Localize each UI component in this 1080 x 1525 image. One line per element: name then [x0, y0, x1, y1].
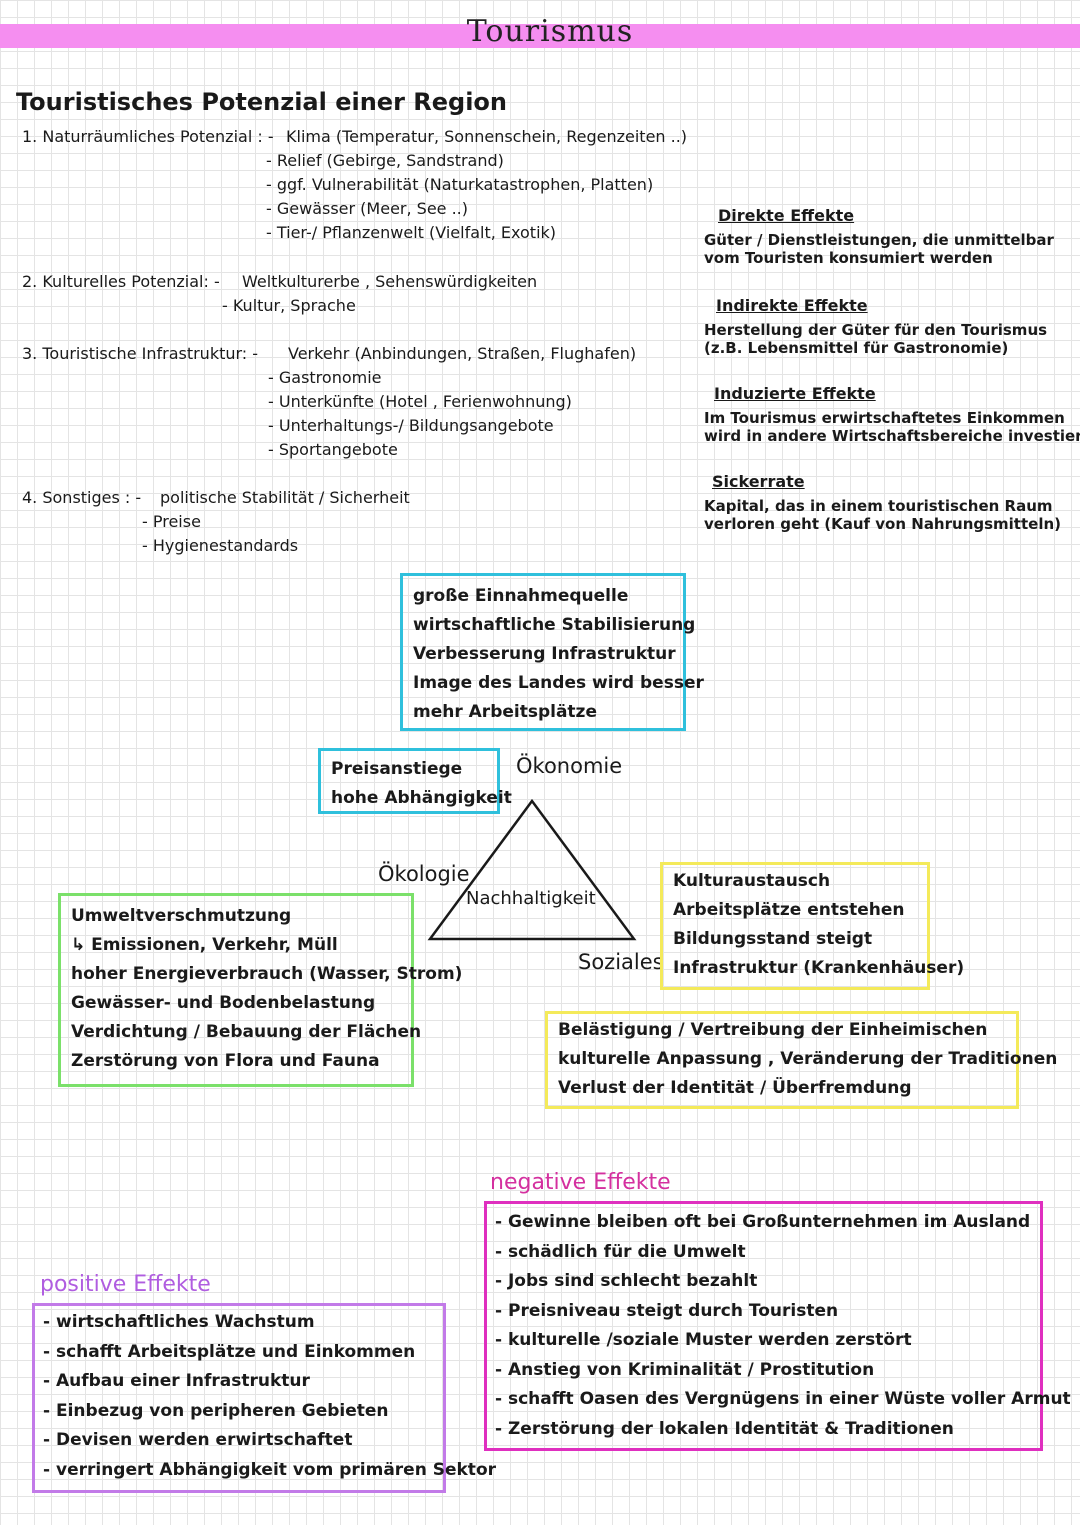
box-line: kulturelle Anpassung , Veränderung der T…	[558, 1049, 1058, 1069]
economy-label: Ökonomie	[516, 754, 623, 778]
list-item: Unterkünfte (Hotel , Ferienwohnung)	[268, 390, 572, 414]
potential-section-2-list: Weltkulturerbe , Sehenswürdigkeiten	[242, 270, 537, 294]
social-positive-box: Kulturaustausch Arbeitsplätze entstehen …	[660, 862, 965, 990]
potential-section-2-label: 2. Kulturelles Potenzial: -	[22, 272, 220, 291]
box-line: hohe Abhängigkeit	[331, 788, 512, 808]
direct-effects: Direkte Effekte Güter / Dienstleistungen…	[704, 206, 1054, 267]
list-item: Gewinne bleiben oft bei Großunternehmen …	[495, 1208, 1032, 1238]
triangle-shape	[427, 798, 637, 941]
potential-section-1-list-rest: Relief (Gebirge, Sandstrand) ggf. Vulner…	[266, 149, 653, 245]
social-negative-box: Belästigung / Vertreibung der Einheimisc…	[545, 1011, 1058, 1109]
list-item: Hygienestandards	[142, 534, 298, 558]
list-item: schafft Arbeitsplätze und Einkommen	[43, 1338, 435, 1368]
list-item: verringert Abhängigkeit vom primären Sek…	[43, 1456, 496, 1486]
induced-effects-text-2: wird in andere Wirtschaftsbereiche inves…	[704, 427, 1080, 445]
list-item: Relief (Gebirge, Sandstrand)	[266, 149, 653, 173]
box-line: Arbeitsplätze entstehen	[673, 900, 905, 920]
induced-effects-title: Induzierte Effekte	[714, 384, 876, 403]
indirect-effects-text-2: (z.B. Lebensmittel für Gastronomie)	[704, 339, 1009, 357]
leak-rate-title: Sickerrate	[712, 472, 805, 491]
box-line: Kulturaustausch	[673, 871, 831, 891]
potential-section-4-list: politische Stabilität / Sicherheit	[160, 486, 410, 510]
potential-section-1-label: 1. Naturräumliches Potenzial : -	[22, 127, 274, 146]
ecology-label: Ökologie	[378, 862, 470, 886]
direct-effects-text-1: Güter / Dienstleistungen, die unmittelba…	[704, 231, 1054, 249]
potential-section-4-list-rest: Preise Hygienestandards	[142, 510, 298, 558]
potential-heading: Touristisches Potenzial einer Region	[16, 88, 508, 116]
list-item: wirtschaftliches Wachstum	[43, 1308, 435, 1338]
direct-effects-title: Direkte Effekte	[718, 206, 855, 225]
box-line: Belästigung / Vertreibung der Einheimisc…	[558, 1020, 988, 1040]
list-item: Jobs sind schlecht bezahlt	[495, 1267, 1032, 1297]
box-line: Verlust der Identität / Überfremdung	[558, 1078, 912, 1098]
direct-effects-text-2: vom Touristen konsumiert werden	[704, 249, 993, 267]
negative-effects-title: negative Effekte	[490, 1170, 671, 1195]
list-item: Preise	[142, 510, 298, 534]
list-item: Einbezug von peripheren Gebieten	[43, 1397, 435, 1427]
list-item: Tier-/ Pflanzenwelt (Vielfalt, Exotik)	[266, 221, 653, 245]
list-item: Zerstörung der lokalen Identität & Tradi…	[495, 1415, 1032, 1445]
box-line: ↳ Emissionen, Verkehr, Müll	[71, 935, 338, 955]
negative-effects-box: Gewinne bleiben oft bei Großunternehmen …	[484, 1201, 1071, 1451]
list-item: Anstieg von Kriminalität / Prostitution	[495, 1356, 1032, 1386]
box-line: hoher Energieverbrauch (Wasser, Strom)	[71, 964, 463, 984]
list-item: Klima (Temperatur, Sonnenschein, Regenze…	[286, 127, 688, 146]
list-item: schädlich für die Umwelt	[495, 1238, 1032, 1268]
box-line: Preisanstiege	[331, 759, 463, 779]
box-line: Infrastruktur (Krankenhäuser)	[673, 958, 965, 978]
potential-section-2-list-rest: Kultur, Sprache	[222, 294, 356, 318]
page-title: Tourismus	[466, 14, 634, 49]
indirect-effects-text-1: Herstellung der Güter für den Tourismus	[704, 321, 1048, 339]
sustainability-triangle	[427, 798, 637, 941]
list-item: kulturelle /soziale Muster werden zerstö…	[495, 1326, 1032, 1356]
box-line: große Einnahmequelle	[413, 586, 629, 606]
box-line: Gewässer- und Bodenbelastung	[71, 993, 376, 1013]
list-item: Aufbau einer Infrastruktur	[43, 1367, 435, 1397]
list-item: Verkehr (Anbindungen, Straßen, Flughafen…	[288, 344, 637, 363]
leak-rate: Sickerrate Kapital, das in einem tourist…	[704, 472, 1061, 533]
list-item: Sportangebote	[268, 438, 572, 462]
induced-effects-text-1: Im Tourismus erwirtschaftetes Einkommen	[704, 409, 1065, 427]
list-item: schafft Oasen des Vergnügens in einer Wü…	[495, 1385, 1071, 1415]
induced-effects: Induzierte Effekte Im Tourismus erwirtsc…	[704, 384, 1080, 445]
box-line: wirtschaftliche Stabilisierung	[413, 615, 696, 635]
potential-section-3-list: Verkehr (Anbindungen, Straßen, Flughafen…	[288, 342, 636, 366]
box-line: Verdichtung / Bebauung der Flächen	[71, 1022, 422, 1042]
triangle-center-label: Nachhaltigkeit	[466, 888, 596, 909]
indirect-effects: Indirekte Effekte Herstellung der Güter …	[704, 296, 1047, 357]
ecology-negative-box: Umweltverschmutzung ↳ Emissionen, Verkeh…	[58, 893, 463, 1087]
potential-section-4-label: 4. Sonstiges : -	[22, 488, 142, 507]
list-item: Gewässer (Meer, See ..)	[266, 197, 653, 221]
list-item: politische Stabilität / Sicherheit	[160, 488, 410, 507]
title-bar	[0, 24, 1080, 48]
list-item: Weltkulturerbe , Sehenswürdigkeiten	[242, 272, 538, 291]
box-line: Umweltverschmutzung	[71, 906, 292, 926]
leak-rate-text-1: Kapital, das in einem touristischen Raum	[704, 497, 1053, 515]
list-item: ggf. Vulnerabilität (Naturkatastrophen, …	[266, 173, 653, 197]
positive-effects-title: positive Effekte	[40, 1272, 211, 1297]
leak-rate-text-2: verloren geht (Kauf von Nahrungsmitteln)	[704, 515, 1061, 533]
box-line: Bildungsstand steigt	[673, 929, 873, 949]
box-line: Image des Landes wird besser	[413, 673, 704, 693]
box-line: Verbesserung Infrastruktur	[413, 644, 676, 664]
economy-positive-box: große Einnahmequelle wirtschaftliche Sta…	[400, 573, 704, 731]
list-item: Preisniveau steigt durch Touristen	[495, 1297, 1032, 1327]
list-item: Devisen werden erwirtschaftet	[43, 1426, 435, 1456]
list-item: Kultur, Sprache	[222, 294, 356, 318]
list-item: Unterhaltungs-/ Bildungsangebote	[268, 414, 572, 438]
positive-effects-box: wirtschaftliches Wachstum schafft Arbeit…	[32, 1303, 496, 1493]
economy-negative-box: Preisanstiege hohe Abhängigkeit	[318, 748, 512, 814]
box-line: Zerstörung von Flora und Fauna	[71, 1051, 380, 1071]
potential-section-1-list: Klima (Temperatur, Sonnenschein, Regenze…	[286, 125, 687, 149]
box-line: mehr Arbeitsplätze	[413, 702, 597, 722]
social-label: Soziales	[578, 950, 664, 974]
indirect-effects-title: Indirekte Effekte	[716, 296, 868, 315]
potential-section-3-label: 3. Touristische Infrastruktur: -	[22, 344, 259, 363]
potential-section-3-list-rest: Gastronomie Unterkünfte (Hotel , Ferienw…	[268, 366, 572, 462]
list-item: Gastronomie	[268, 366, 572, 390]
